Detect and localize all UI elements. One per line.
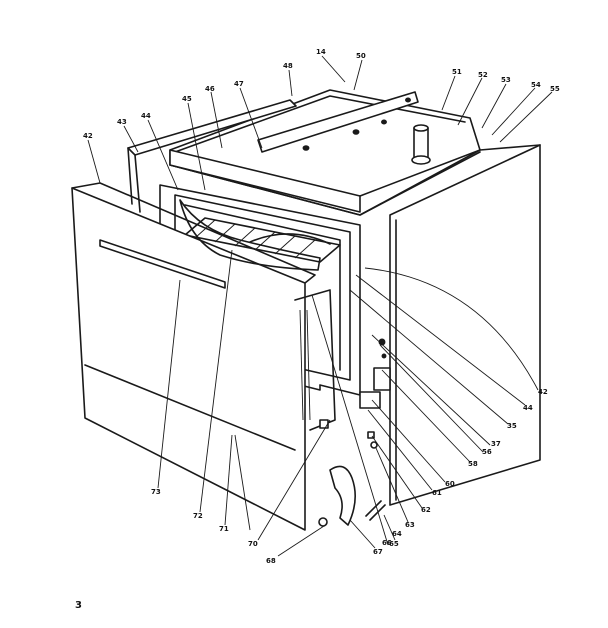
callout-67: 67 bbox=[373, 548, 383, 556]
small-hardware bbox=[318, 419, 378, 527]
callout-73: 73 bbox=[151, 488, 161, 496]
callout-52: 52 bbox=[478, 71, 488, 79]
callout-45: 45 bbox=[182, 95, 192, 103]
vent-pipe bbox=[411, 124, 431, 165]
right-side-panel bbox=[389, 144, 541, 506]
callout-50: 50 bbox=[356, 52, 366, 60]
leader-lines bbox=[87, 55, 553, 557]
callout-51: 51 bbox=[452, 68, 462, 76]
callout-54: 54 bbox=[531, 81, 541, 89]
callout-66: 66 bbox=[382, 539, 392, 547]
callout-62: 62 bbox=[421, 506, 431, 514]
callout-44a: 44 bbox=[141, 112, 151, 120]
callout-labels: 42 43 44 45 46 47 48 14 50 51 52 53 54 5… bbox=[83, 48, 560, 565]
callout-58: 58 bbox=[468, 460, 478, 468]
callout-70: 70 bbox=[248, 540, 258, 548]
callout-44b: 44 bbox=[523, 404, 533, 412]
callout-61: 61 bbox=[432, 489, 442, 497]
callout-14: 14 bbox=[316, 48, 326, 56]
callout-46: 46 bbox=[205, 85, 215, 93]
callout-63: 63 bbox=[405, 521, 415, 529]
callout-42a: 42 bbox=[83, 132, 93, 140]
rear-trim-strip bbox=[257, 91, 419, 153]
callout-68: 68 bbox=[266, 557, 276, 565]
callout-42b: 42 bbox=[538, 388, 548, 396]
callout-65: 65 bbox=[389, 540, 399, 548]
oven-door bbox=[71, 182, 316, 531]
callout-47: 47 bbox=[234, 80, 244, 88]
callout-48: 48 bbox=[283, 62, 293, 70]
callout-35: 35 bbox=[507, 422, 517, 430]
callout-53: 53 bbox=[501, 76, 511, 84]
callout-56: 56 bbox=[482, 448, 492, 456]
hinge-arm bbox=[329, 465, 386, 526]
callout-64: 64 bbox=[392, 530, 402, 538]
left-side-strip bbox=[127, 99, 297, 213]
callout-55: 55 bbox=[550, 85, 560, 93]
callout-37: 37 bbox=[491, 440, 501, 448]
callout-60: 60 bbox=[445, 480, 455, 488]
callout-71: 71 bbox=[219, 525, 229, 533]
front-top-trim bbox=[169, 149, 481, 213]
page-number: 3 bbox=[75, 600, 82, 611]
callout-72: 72 bbox=[193, 512, 203, 520]
callout-43: 43 bbox=[117, 118, 127, 126]
